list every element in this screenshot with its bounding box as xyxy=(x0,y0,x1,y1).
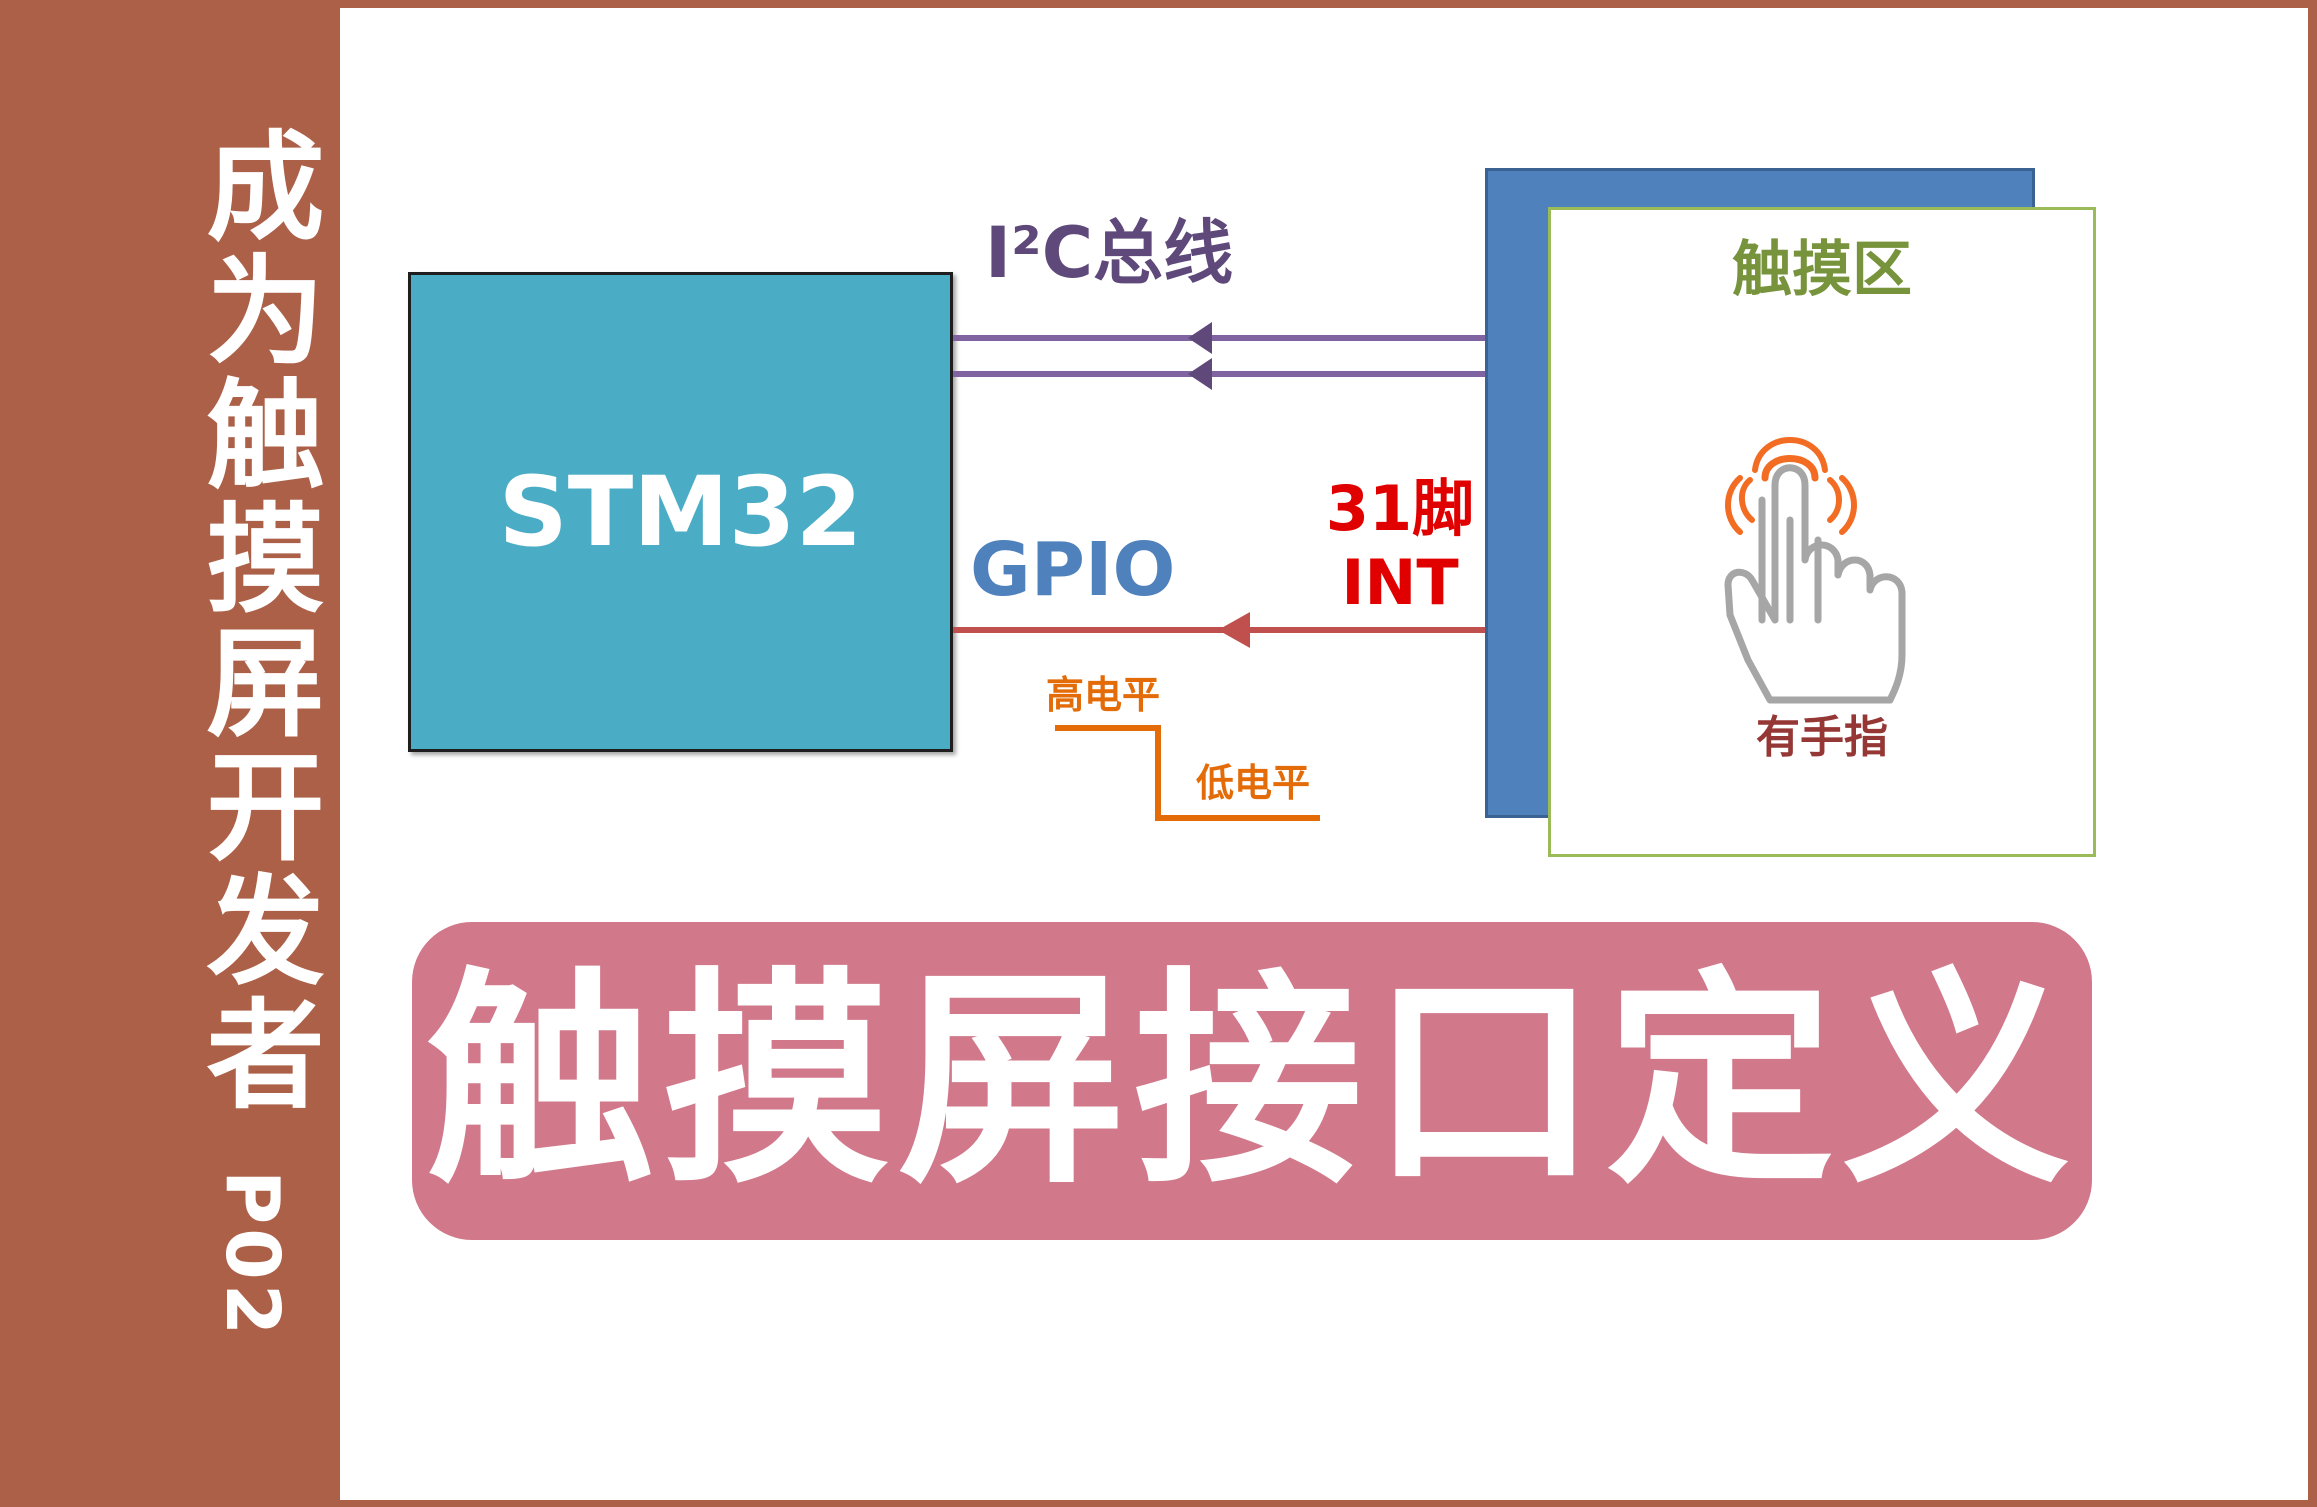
level-waveform xyxy=(1055,725,1320,821)
int-line xyxy=(953,612,1485,648)
i2c-arrow-1 xyxy=(1188,322,1212,354)
banner-title: 触摸屏接口定义 xyxy=(426,948,2078,1214)
touch-finger-icon xyxy=(1724,437,1906,704)
high-level-label: 高电平 xyxy=(1046,673,1161,717)
touch-area-block xyxy=(1548,207,2096,857)
stm32-block xyxy=(408,272,953,752)
pin-number-label: 31脚 xyxy=(1325,472,1475,545)
int-label: INT xyxy=(1341,546,1459,619)
episode-number: P02 xyxy=(209,1170,295,1340)
gpio-label: GPIO xyxy=(970,527,1176,613)
title-banner: 触摸屏接口定义 xyxy=(412,922,2092,1240)
int-pin-label: 31脚 INT xyxy=(1320,472,1480,620)
int-arrow xyxy=(1218,612,1250,648)
i2c-bus-label: I²C总线 xyxy=(985,212,1234,294)
low-level-label: 低电平 xyxy=(1196,761,1311,805)
finger-label: 有手指 xyxy=(1756,712,1888,763)
i2c-bus-lines xyxy=(953,322,1485,390)
series-title: 成为触摸屏开发者 xyxy=(186,125,324,1117)
stm32-label: STM32 xyxy=(498,456,863,568)
touch-area-label: 触摸区 xyxy=(1732,235,1912,305)
i2c-arrow-2 xyxy=(1188,358,1212,390)
sidebar: 成为触摸屏开发者 P02 xyxy=(0,0,340,1507)
